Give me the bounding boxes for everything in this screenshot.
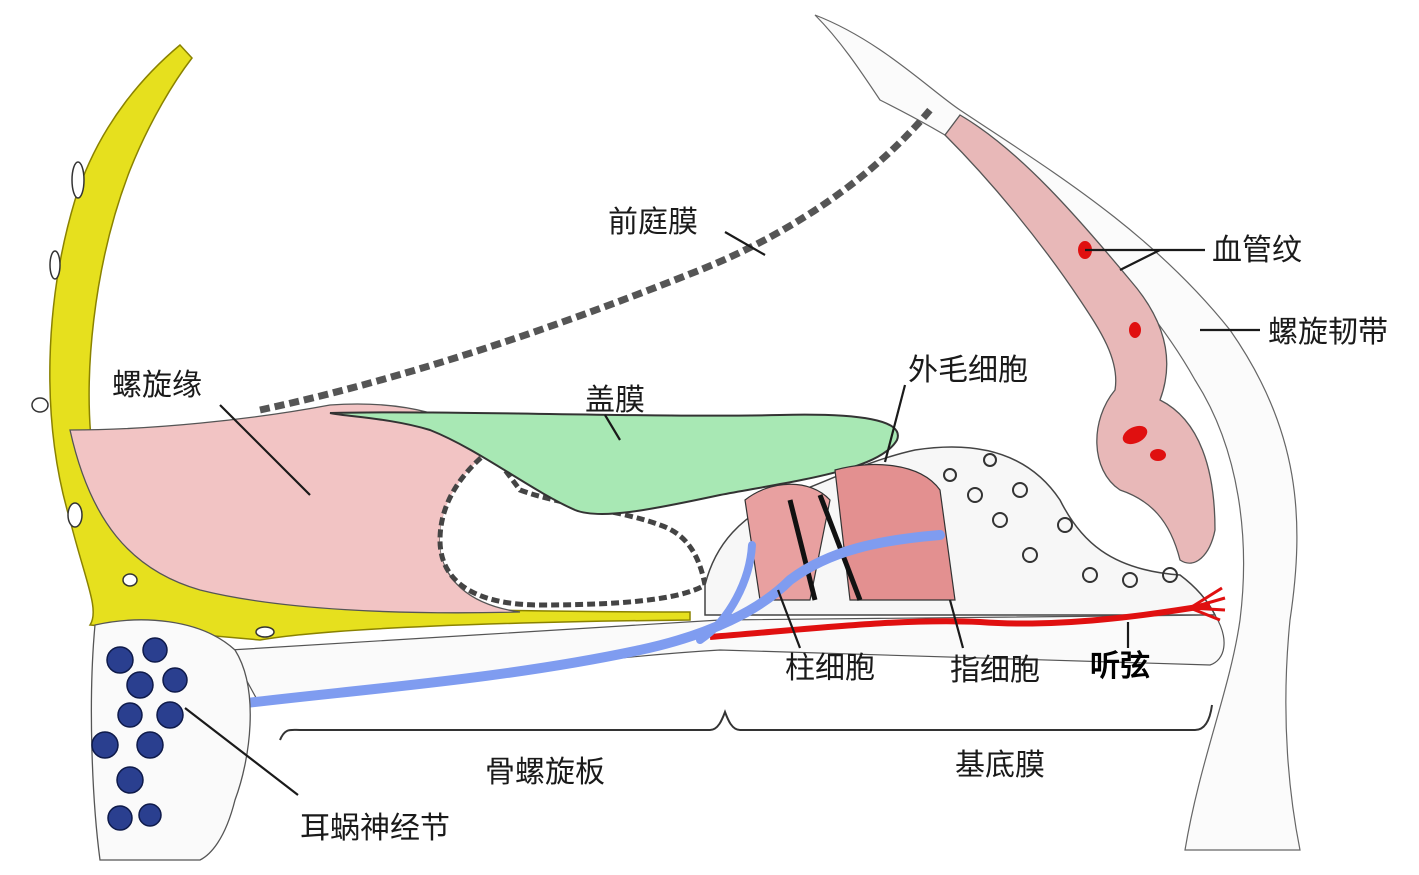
label-phalangeal-cells: 指细胞	[950, 653, 1040, 688]
label-cochlear-ganglion: 耳蜗神经节	[300, 811, 450, 846]
label-outer-hair-cells: 外毛细胞	[908, 353, 1028, 388]
label-basilar-membrane: 基底膜	[955, 748, 1045, 783]
label-stria-vascularis: 血管纹	[1212, 233, 1302, 268]
label-spiral-ligament: 螺旋韧带	[1268, 315, 1388, 350]
label-osseous-spiral-lamina: 骨螺旋板	[485, 755, 605, 790]
label-spiral-limbus: 螺旋缘	[112, 368, 202, 403]
label-auditory-strings: 听弦	[1090, 649, 1150, 684]
label-vestibular-membrane: 前庭膜	[608, 205, 698, 240]
label-pillar-cells: 柱细胞	[785, 651, 875, 686]
bracket-osseous-spiral-lamina	[280, 712, 740, 740]
vestibular-membrane-line	[260, 110, 930, 410]
bracket-basilar-membrane	[740, 705, 1212, 730]
label-tectorial-membrane: 盖膜	[585, 383, 645, 418]
